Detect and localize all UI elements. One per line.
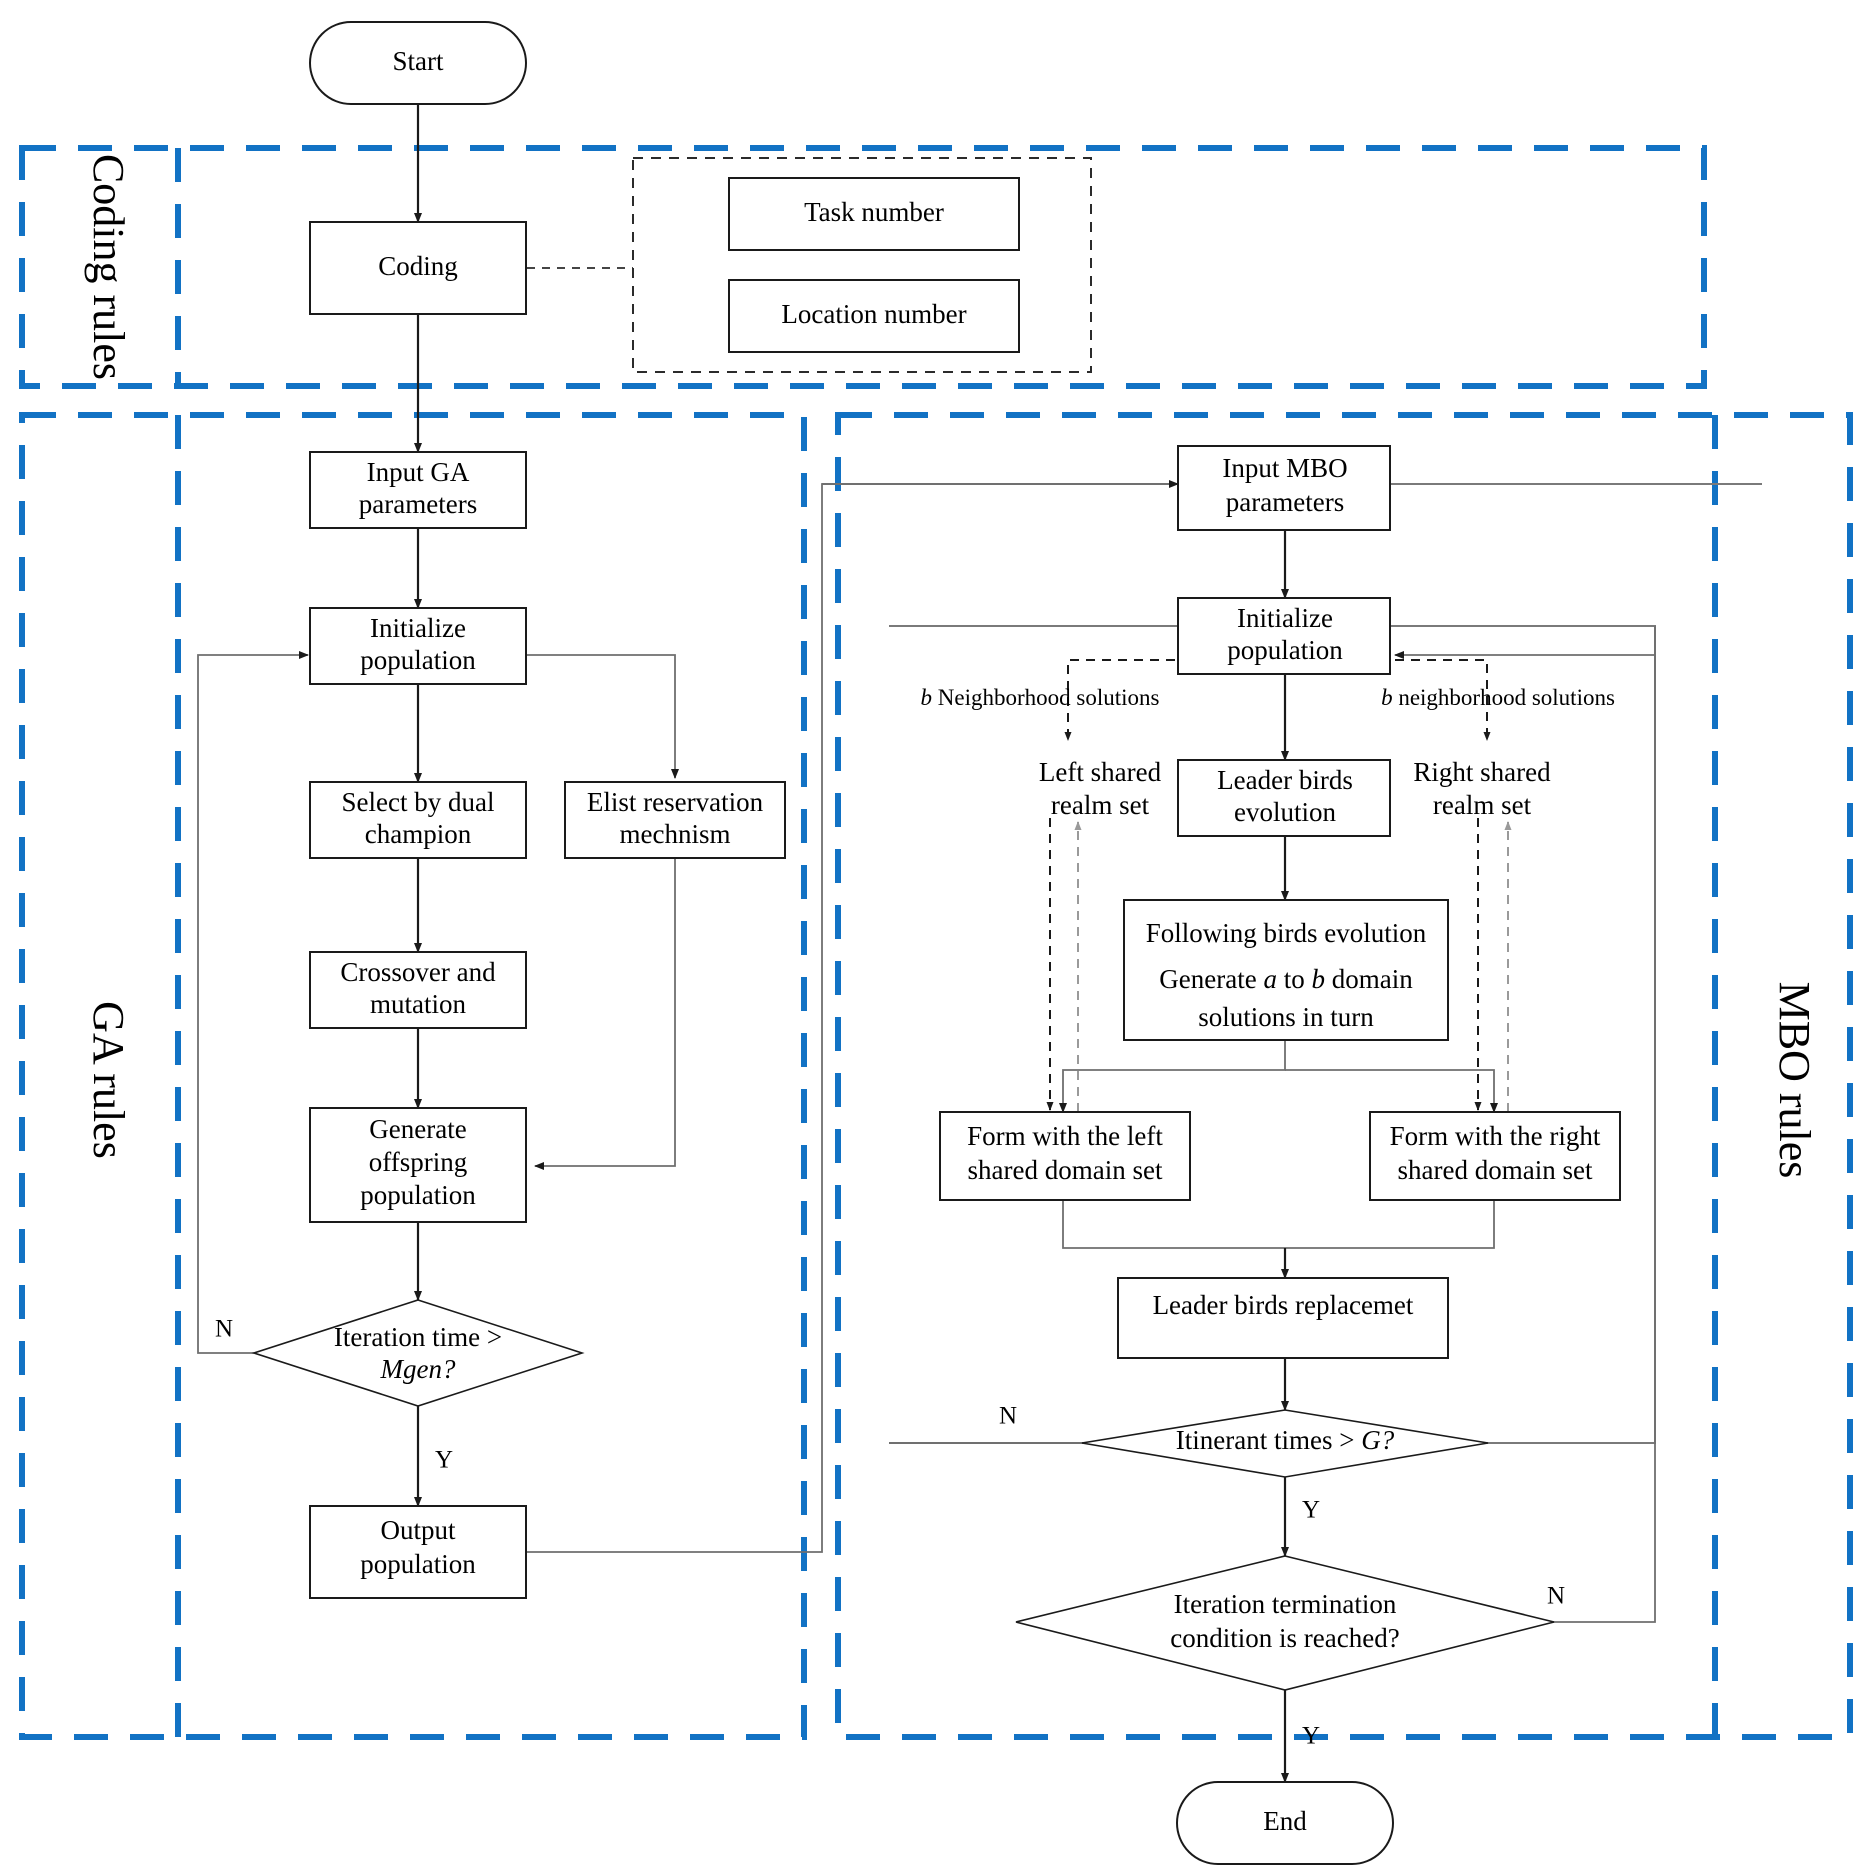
edge-following-split-right [1285,1069,1498,1113]
node-form-left-line2: shared domain set [968,1155,1163,1185]
node-location-number[interactable]: Location number [728,279,1020,353]
node-output-line1: Output [380,1515,456,1545]
node-select-by-dual-champion[interactable]: Select by dual champion [309,781,527,859]
node-crossover-line1: Crossover and [340,957,496,987]
node-following-birds-evolution[interactable]: Following birds evolution Generate a to … [1123,899,1449,1041]
node-initpop-mbo-line1: Initialize [1237,603,1333,633]
node-crossover-and-mutation[interactable]: Crossover and mutation [309,951,527,1029]
node-input-mbo-parameters[interactable]: Input MBO parameters [1177,445,1391,531]
node-input-mbo-line1: Input MBO [1222,453,1347,483]
node-elist-line1: Elist reservation [587,787,764,817]
node-end[interactable]: End [1176,1781,1394,1865]
node-termination-line2: condition is reached? [1170,1623,1399,1653]
node-iteration-time-line1: Iteration time > [334,1322,502,1352]
node-input-ga-line1: Input GA [367,457,470,487]
node-initpop-mbo-line2: population [1227,635,1343,665]
node-leader-evo-line2: evolution [1234,797,1336,827]
node-leader-replace-label: Leader birds replacemet [1153,1290,1414,1320]
edge-label-n-itinerant: N [999,1403,1017,1430]
node-initialize-population-mbo[interactable]: Initialize population [1177,597,1391,675]
node-left-shared-realm-set: Left shared realm set [1039,757,1162,820]
node-form-left-line1: Form with the left [967,1121,1163,1151]
edge-elist-to-generate [534,858,676,1170]
node-following-line2: Generate a to b domain [1159,964,1413,994]
node-form-right-shared-domain-set[interactable]: Form with the right shared domain set [1369,1111,1621,1201]
edge-label-y-ga: Y [435,1447,453,1474]
edge-initpopmbo-to-right-shared [1395,659,1491,741]
node-left-shared-line1: Left shared [1039,757,1162,787]
node-elist-line2: mechnism [620,819,731,849]
edge-output-to-inputmbo [527,480,1179,1553]
node-following-line3: solutions in turn [1198,1002,1374,1032]
node-generate-line2: offspring [369,1147,468,1177]
group-mbo-rules: MBO rules [835,412,1853,1740]
node-select-line2: champion [365,819,472,849]
node-input-ga-parameters[interactable]: Input GA parameters [309,451,527,529]
node-right-shared-realm-set: Right shared realm set [1413,757,1551,820]
edge-iterationtime-n-to-initpop [197,651,309,1354]
edge-label-b-neighborhood-right: b neighborhood solutions [1381,685,1615,710]
group-coding-rules: Coding rules [19,145,1707,389]
node-generate-line1: Generate [369,1114,466,1144]
edge-formleft-to-replacement [1062,1200,1285,1249]
node-crossover-line2: mutation [370,989,466,1019]
edge-label-n-ga: N [215,1316,233,1343]
node-coding[interactable]: Coding [309,221,527,315]
node-form-right-line2: shared domain set [1398,1155,1593,1185]
node-start[interactable]: Start [309,21,527,105]
node-generate-line3: population [360,1180,476,1210]
node-initpop-ga-line2: population [360,645,476,675]
node-location-number-label: Location number [781,299,966,329]
node-leader-birds-evolution[interactable]: Leader birds evolution [1177,759,1391,837]
node-leader-evo-line1: Leader birds [1217,765,1353,795]
group-label-ga-rules: GA rules [84,1001,133,1159]
edge-label-y-itinerant: Y [1302,1497,1320,1524]
node-leader-birds-replacement[interactable]: Leader birds replacemet [1117,1277,1449,1359]
node-coding-label: Coding [378,251,458,281]
node-iteration-time-line2: Mgen? [380,1354,456,1384]
node-termination-line1: Iteration termination [1174,1589,1397,1619]
node-generate-offspring-population[interactable]: Generate offspring population [309,1107,527,1223]
node-itinerant-times-decision[interactable]: Itinerant times > G? [1081,1409,1489,1478]
node-iteration-termination-decision[interactable]: Iteration termination condition is reach… [1015,1555,1555,1691]
node-following-line1: Following birds evolution [1146,918,1427,948]
node-start-label: Start [393,46,444,76]
group-ga-rules: GA rules [19,412,807,1740]
edge-label-y-termination: Y [1302,1723,1320,1750]
edge-label-n-termination: N [1547,1583,1565,1610]
node-input-ga-line2: parameters [359,489,477,519]
node-right-shared-line2: realm set [1433,790,1532,820]
node-end-label: End [1263,1806,1307,1836]
node-form-left-shared-domain-set[interactable]: Form with the left shared domain set [939,1111,1191,1201]
edge-initpop-to-elist [527,654,679,779]
edge-following-split [1059,1040,1286,1113]
node-itinerant-label: Itinerant times > G? [1176,1425,1395,1455]
edge-label-b-neighborhood-left: b Neighborhood solutions [921,685,1160,710]
node-right-shared-line1: Right shared [1413,757,1551,787]
node-form-right-line1: Form with the right [1390,1121,1601,1151]
edge-formright-to-replacement [1285,1200,1495,1249]
node-left-shared-line2: realm set [1051,790,1150,820]
group-label-coding-rules: Coding rules [84,154,133,380]
edge-initpopmbo-to-left-shared [1064,659,1175,741]
node-task-number[interactable]: Task number [728,177,1020,251]
edge-termination-n-loop [1394,626,1656,1623]
group-label-mbo-rules: MBO rules [1770,982,1819,1179]
node-select-line1: Select by dual [342,787,495,817]
node-elist-reservation-mechnism[interactable]: Elist reservation mechnism [564,781,786,859]
node-output-line2: population [360,1549,476,1579]
node-iteration-time-decision[interactable]: Iteration time > Mgen? [251,1299,585,1407]
node-initialize-population-ga[interactable]: Initialize population [309,607,527,685]
node-task-number-label: Task number [804,197,944,227]
node-input-mbo-line2: parameters [1226,487,1344,517]
coding-detail-container [632,157,1092,373]
node-initpop-ga-line1: Initialize [370,613,466,643]
node-output-population[interactable]: Output population [309,1505,527,1599]
